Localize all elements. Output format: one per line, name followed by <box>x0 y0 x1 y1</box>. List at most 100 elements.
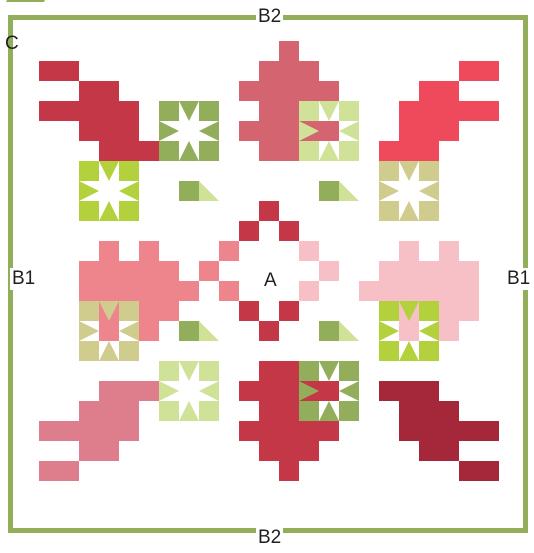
leaf-square <box>319 321 339 341</box>
star-left-upper-corner <box>79 161 99 181</box>
star-right-upper-point <box>399 201 419 221</box>
star-bottom-left-corner <box>199 361 219 381</box>
label-right-b1: B1 <box>505 268 533 290</box>
star-bottom-left-point <box>179 401 199 421</box>
star-bottom-left-corner <box>159 361 179 381</box>
left-tree-col <box>99 241 119 341</box>
label-corner-c: C <box>5 33 19 54</box>
corner-bottom-right <box>419 381 439 401</box>
corner-top-left <box>119 121 139 141</box>
center-diamond-square <box>299 281 319 301</box>
leaf-square <box>319 181 339 201</box>
corner-bottom-right <box>479 421 499 441</box>
corner-top-right <box>459 61 479 81</box>
center-diamond-square <box>239 301 259 321</box>
star-right-upper-corner <box>379 161 399 181</box>
star-top-right-point <box>299 121 319 141</box>
corner-bottom-right <box>459 421 479 441</box>
star-right-lower-point <box>419 321 439 341</box>
leaf-triangle <box>199 181 219 201</box>
center-diamond-square <box>239 221 259 241</box>
top-tree-row <box>279 41 299 61</box>
star-right-lower-corner <box>379 301 399 321</box>
corner-top-right <box>419 101 439 121</box>
star-bottom-left-corner <box>159 401 179 421</box>
star-bottom-left-corner <box>199 401 219 421</box>
star-left-lower-corner <box>79 341 99 361</box>
star-right-lower-corner <box>379 341 399 361</box>
star-top-left-point <box>159 121 179 141</box>
corner-top-left <box>139 141 159 161</box>
leaf-triangle <box>339 321 359 341</box>
center-diamond-square <box>259 201 279 221</box>
left-tree-col <box>159 261 179 321</box>
corner-bottom-right <box>419 421 439 441</box>
star-bottom-left-point <box>179 361 199 381</box>
star-bottom-right-point <box>299 381 319 401</box>
center-diamond-square <box>279 301 299 321</box>
corner-bottom-left <box>79 401 99 421</box>
star-left-upper-point <box>99 201 119 221</box>
corner-bottom-right <box>439 441 459 461</box>
star-bottom-right-corner <box>299 401 319 421</box>
center-diamond-square <box>319 261 339 281</box>
left-tree-col <box>179 281 199 301</box>
label-top-b2: B2 <box>256 6 284 28</box>
star-right-lower-point <box>399 301 419 321</box>
star-bottom-right-corner <box>339 401 359 421</box>
star-left-lower-corner <box>119 301 139 321</box>
corner-top-left <box>39 101 59 121</box>
right-tree-col <box>439 241 459 341</box>
corner-top-left <box>119 141 139 161</box>
star-top-right-point <box>319 101 339 121</box>
right-tree-col <box>359 281 379 301</box>
corner-bottom-right <box>399 381 419 401</box>
star-left-upper-corner <box>119 201 139 221</box>
star-bottom-right-point <box>319 361 339 381</box>
corner-bottom-left <box>59 461 79 481</box>
star-bottom-right-point <box>319 401 339 421</box>
star-bottom-left-point <box>199 381 219 401</box>
corner-top-right <box>419 81 439 101</box>
corner-top-left <box>119 101 139 121</box>
right-tree-col <box>399 241 419 341</box>
corner-top-right <box>419 141 439 161</box>
logo-fragment <box>6 0 45 2</box>
label-left-b1: B1 <box>10 268 38 290</box>
corner-bottom-right <box>399 421 419 441</box>
bottom-tree-row <box>259 441 319 461</box>
top-tree-row <box>239 121 339 141</box>
star-left-upper-corner <box>119 161 139 181</box>
star-bottom-right-corner <box>339 361 359 381</box>
corner-top-right <box>399 141 419 161</box>
star-left-lower-corner <box>79 301 99 321</box>
star-right-upper-point <box>399 161 419 181</box>
top-tree-row <box>239 81 339 101</box>
star-bottom-right-point <box>339 381 359 401</box>
corner-top-left <box>99 141 119 161</box>
center-diamond-square <box>259 321 279 341</box>
corner-bottom-left <box>79 441 99 461</box>
corner-bottom-left <box>59 421 79 441</box>
star-top-left-corner <box>159 101 179 121</box>
corner-top-left <box>79 121 99 141</box>
corner-bottom-right <box>399 401 419 421</box>
quilt-pieces <box>39 41 499 481</box>
corner-top-right <box>479 61 499 81</box>
corner-bottom-right <box>439 421 459 441</box>
right-tree-col <box>459 261 479 321</box>
center-diamond-square <box>219 281 239 301</box>
star-right-upper-point <box>419 181 439 201</box>
corner-top-right <box>379 141 399 161</box>
star-right-upper-point <box>379 181 399 201</box>
star-right-upper-corner <box>419 201 439 221</box>
star-top-right-point <box>339 121 359 141</box>
star-top-right-corner <box>299 101 319 121</box>
bottom-tree-row <box>239 421 339 441</box>
corner-bottom-left <box>79 421 99 441</box>
star-left-lower-point <box>99 301 119 321</box>
corner-bottom-left <box>119 381 139 401</box>
corner-bottom-right <box>439 401 459 421</box>
